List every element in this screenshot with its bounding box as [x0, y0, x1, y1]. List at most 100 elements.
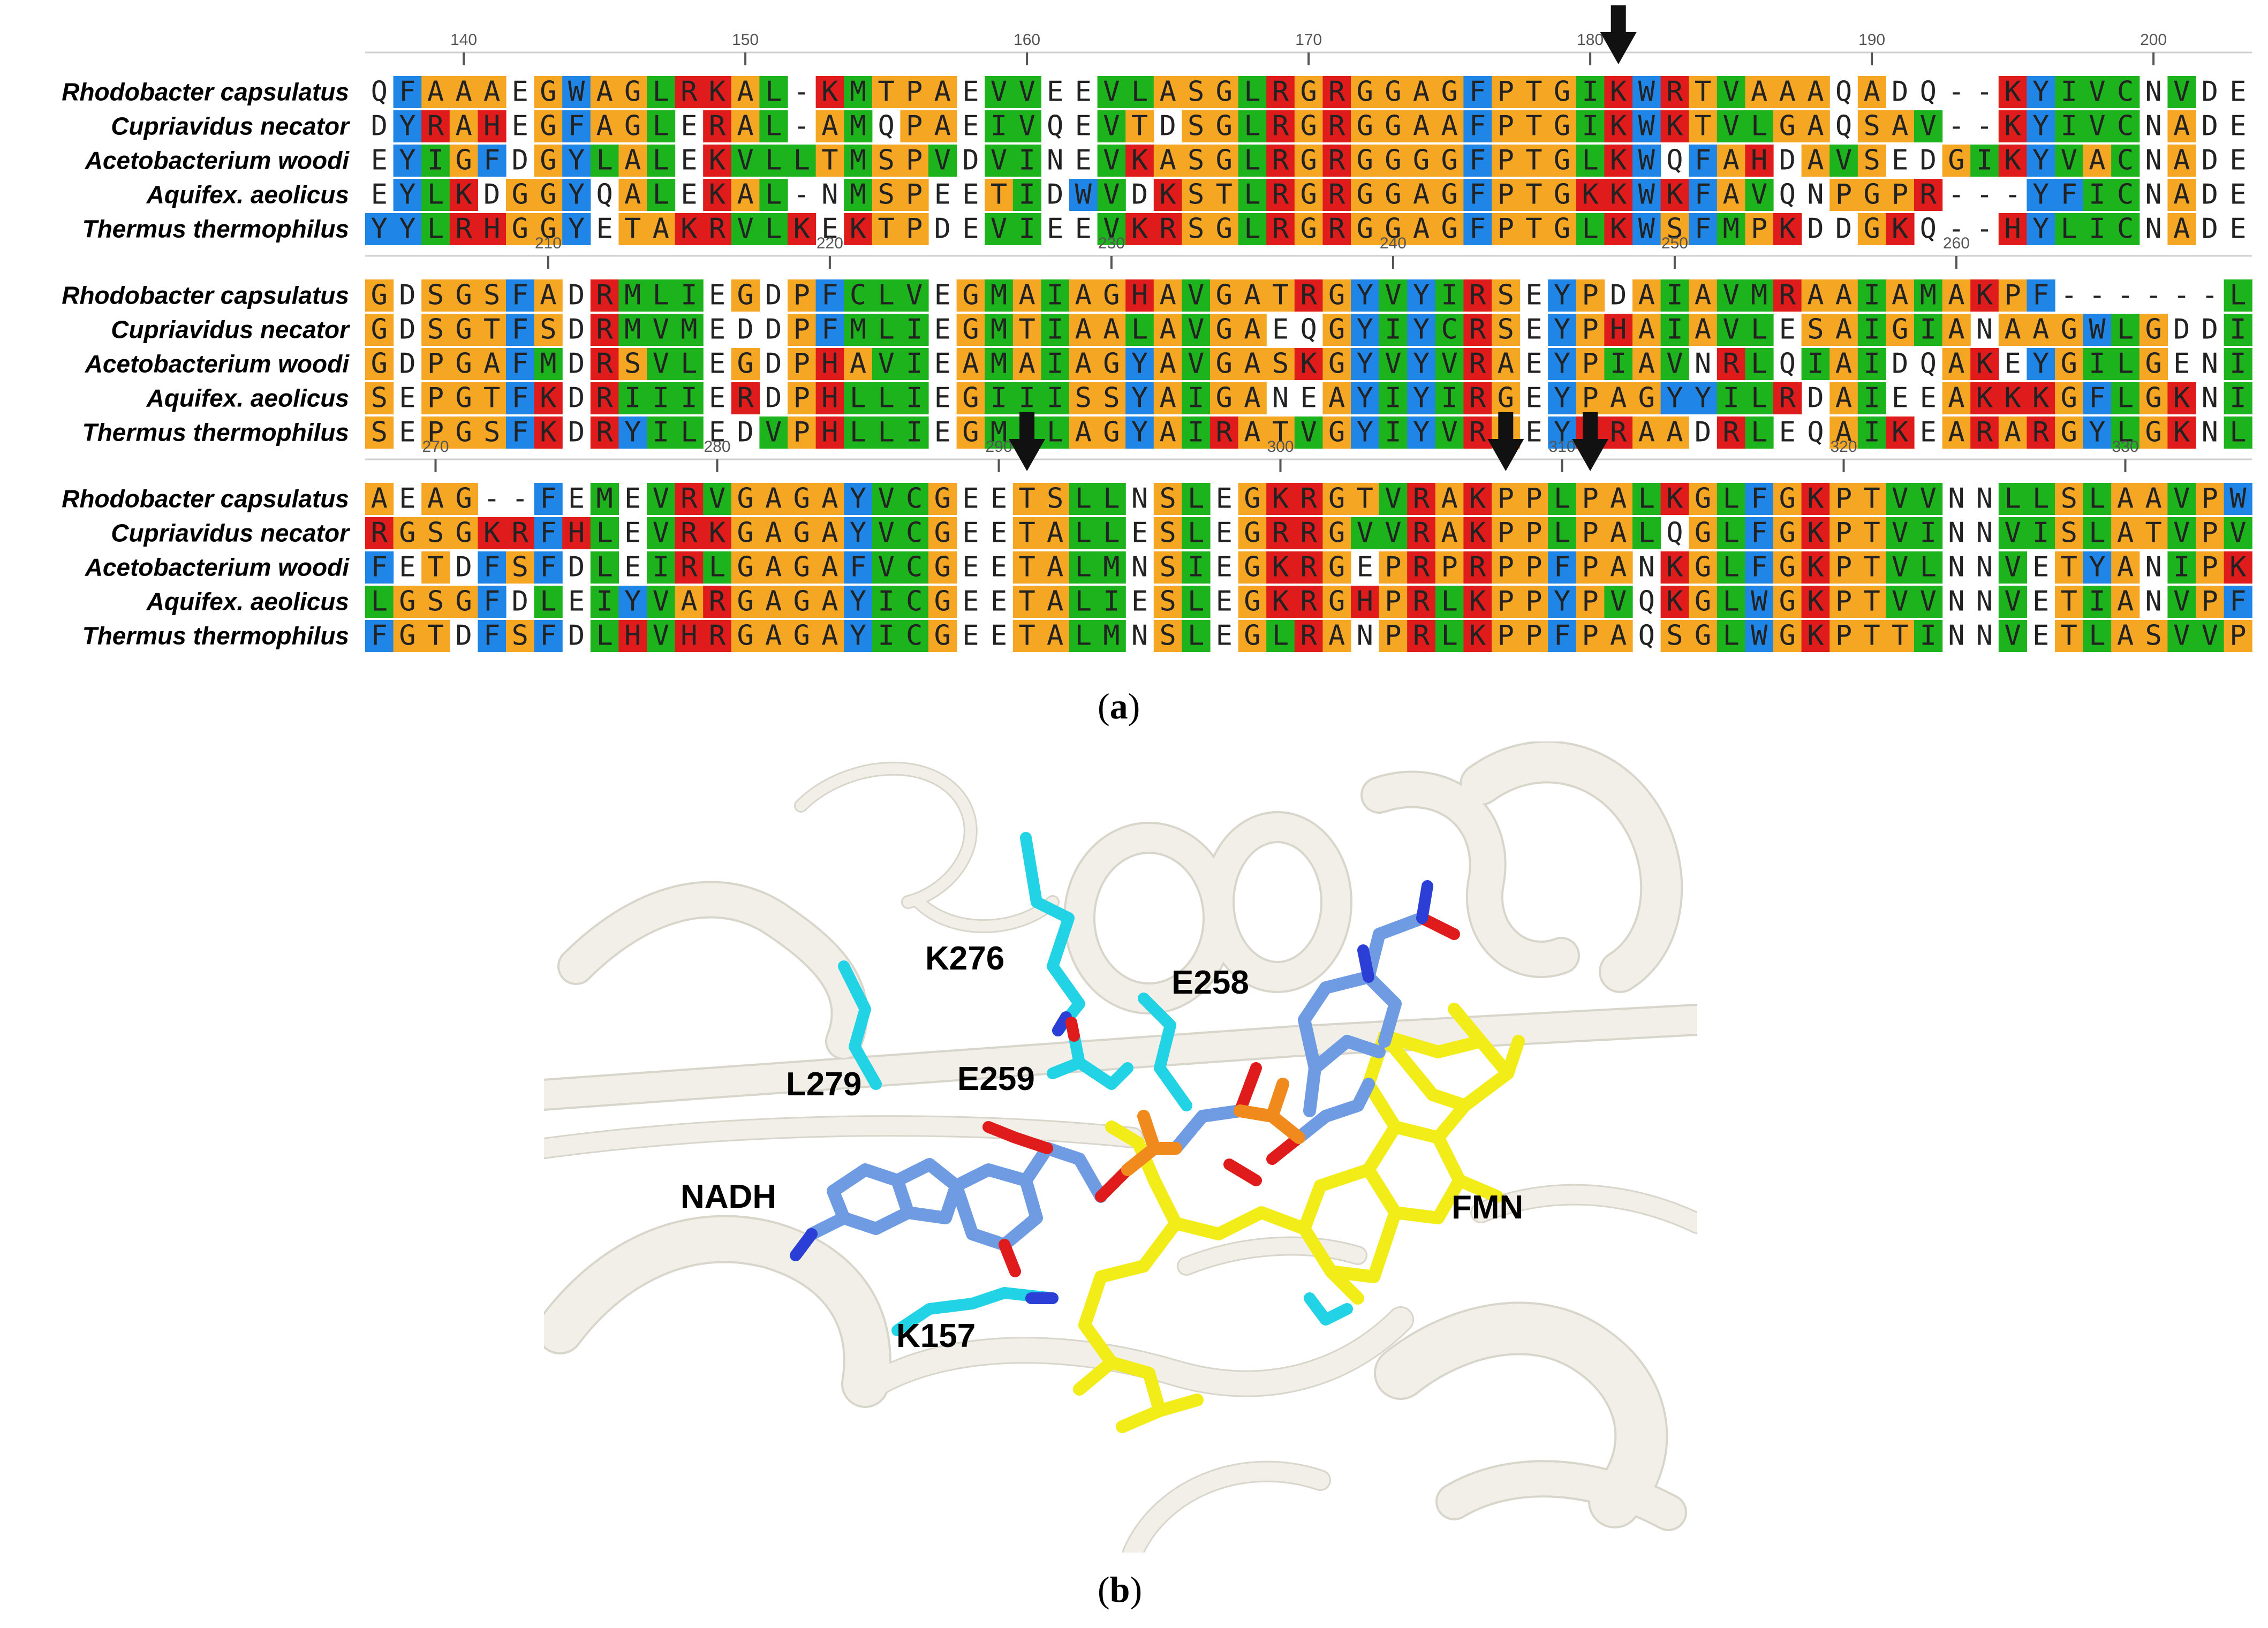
- residue-cell: [1745, 348, 1774, 380]
- residue-letter: I: [1188, 417, 1204, 449]
- residue-letter: -: [793, 76, 810, 108]
- residue-letter: D: [568, 620, 585, 652]
- label-fmn: FMN: [1451, 1189, 1524, 1226]
- residue-cell: [1012, 586, 1041, 618]
- residue-letter: F: [1469, 179, 1486, 211]
- residue-letter: E: [934, 279, 951, 312]
- residue-cell: [1125, 213, 1154, 245]
- residue-letter: G: [1328, 551, 1345, 584]
- residue-letter: W: [1638, 145, 1655, 177]
- residue-cell: [2224, 417, 2252, 449]
- residue-cell: [1351, 517, 1380, 549]
- residue-letter: V: [1441, 417, 1457, 449]
- residue-cell: [2055, 417, 2084, 449]
- residue-letter: L: [1751, 348, 1767, 380]
- position-label: 300: [1267, 438, 1294, 456]
- residue-letter: E: [2229, 110, 2246, 142]
- residue-letter: R: [1610, 417, 1627, 449]
- residue-letter: E: [709, 382, 725, 414]
- residue-letter: S: [1159, 620, 1176, 652]
- residue-letter: E: [2173, 348, 2190, 380]
- residue-letter: L: [1131, 76, 1148, 108]
- protein-ribbon: [544, 741, 1697, 1553]
- residue-letter: G: [1328, 417, 1345, 449]
- residue-letter: V: [1385, 279, 1401, 312]
- residue-cell: [1519, 586, 1548, 618]
- residue-letter: K: [2004, 110, 2021, 142]
- residue-cell: [449, 314, 478, 346]
- residue-cell: [1266, 213, 1295, 245]
- residue-cell: [815, 483, 844, 515]
- residue-cell: [1689, 483, 1718, 515]
- residue-letter: G: [1244, 586, 1260, 618]
- residue-cell: [788, 348, 817, 380]
- residue-cell: [815, 620, 844, 652]
- residue-letter: Q: [1835, 110, 1852, 142]
- residue-cell: [1492, 382, 1521, 414]
- residue-cell: [1886, 279, 1915, 312]
- residue-letter: R: [1920, 179, 1937, 211]
- residue-letter: G: [1244, 483, 1260, 515]
- residue-cell: [1210, 145, 1239, 177]
- residue-letter: G: [1328, 483, 1345, 515]
- residue-cell: [1689, 179, 1718, 211]
- residue-cell: [1238, 551, 1267, 584]
- residue-cell: [2111, 110, 2140, 142]
- residue-cell: [985, 417, 1014, 449]
- residue-cell: [1294, 551, 1323, 584]
- residue-letter: N: [1272, 382, 1289, 414]
- residue-cell: [393, 179, 422, 211]
- residue-letter: T: [1863, 483, 1880, 515]
- residue-letter: H: [2004, 213, 2021, 245]
- residue-cell: [1998, 551, 2027, 584]
- residue-letter: P: [1582, 620, 1598, 652]
- residue-letter: I: [1807, 348, 1824, 380]
- residue-letter: V: [1666, 348, 1683, 380]
- residue-cell: [1914, 586, 1943, 618]
- residue-cell: [1689, 586, 1718, 618]
- residue-letter: R: [455, 213, 472, 245]
- residue-letter: A: [1159, 348, 1176, 380]
- residue-letter: F: [1751, 517, 1767, 549]
- residue-cell: [534, 213, 563, 245]
- residue-letter: V: [878, 551, 894, 584]
- residue-letter: P: [1498, 517, 1514, 549]
- residue-cell: [506, 279, 535, 312]
- residue-letter: P: [1498, 110, 1514, 142]
- residue-letter: K: [1666, 551, 1683, 584]
- residue-cell: [562, 145, 591, 177]
- residue-cell: [1069, 517, 1098, 549]
- residue-cell: [449, 483, 478, 515]
- residue-letter: R: [1328, 110, 1345, 142]
- residue-letter: K: [2173, 382, 2190, 414]
- residue-letter: A: [596, 110, 613, 142]
- residue-cell: [1294, 213, 1323, 245]
- residue-letter: P: [1525, 483, 1542, 515]
- residue-letter: G: [455, 145, 472, 177]
- residue-cell: [1322, 517, 1351, 549]
- residue-cell: [844, 179, 873, 211]
- residue-cell: [1745, 213, 1774, 245]
- residue-letter: Y: [1357, 314, 1373, 346]
- residue-letter: E: [1892, 145, 1908, 177]
- residue-letter: E: [1075, 76, 1092, 108]
- residue-cell: [421, 213, 450, 245]
- residue-letter: P: [2202, 551, 2218, 584]
- residue-cell: [1463, 110, 1492, 142]
- residue-letter: V: [1103, 213, 1120, 245]
- residue-cell: [1266, 517, 1295, 549]
- residue-letter: L: [765, 179, 782, 211]
- residue-cell: [1745, 110, 1774, 142]
- residue-letter: G: [371, 348, 388, 380]
- residue-cell: [1519, 517, 1548, 549]
- residue-cell: [365, 517, 394, 549]
- residue-cell: [1238, 417, 1267, 449]
- residue-letter: G: [737, 586, 753, 618]
- residue-letter: A: [1835, 348, 1852, 380]
- residue-cell: [2083, 483, 2112, 515]
- residue-cell: [1153, 483, 1182, 515]
- residue-letter: F: [568, 110, 585, 142]
- residue-cell: [2027, 348, 2055, 380]
